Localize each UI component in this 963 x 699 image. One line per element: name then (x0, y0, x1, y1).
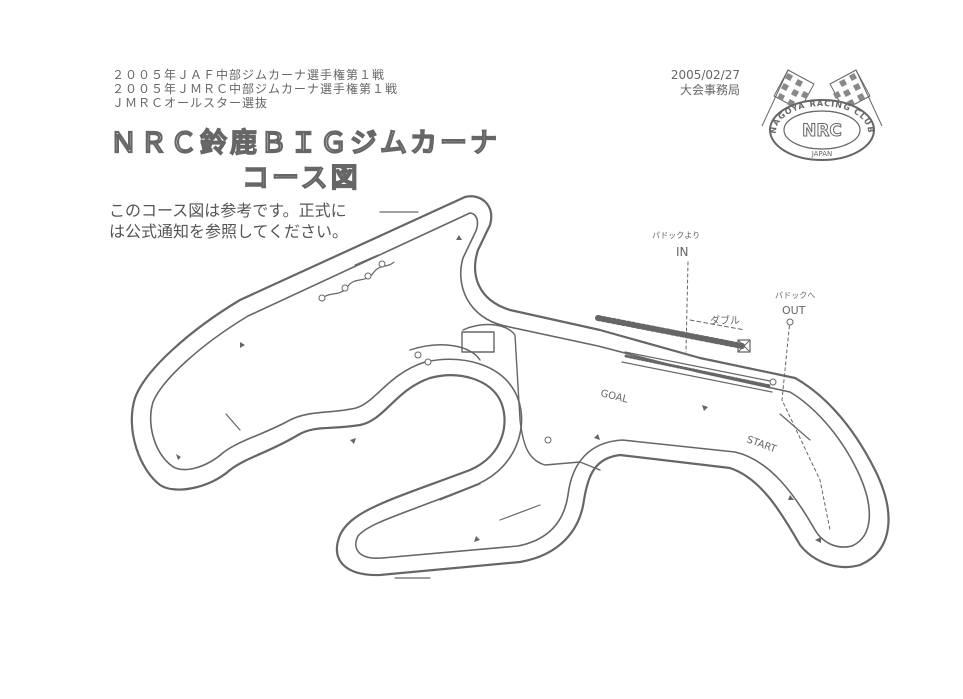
pylon (318, 294, 326, 302)
disclaimer-line: このコース図は参考です。正式に (109, 201, 347, 220)
track-infield-edge (462, 323, 601, 471)
paddock-in-small-label: パドックより (652, 231, 700, 240)
paddock-box (737, 339, 751, 353)
track-inner-edge (149, 212, 871, 559)
disclaimer-note: このコース図は参考です。正式に は公式通知を参照してください。 (109, 200, 379, 242)
date-block: 2005/02/27 大会事務局 (668, 68, 740, 98)
marshal-box (461, 331, 495, 353)
arrow-icon (594, 434, 600, 440)
barrier (225, 413, 241, 431)
barrier (779, 413, 811, 441)
nrc-logo: NAGOYA RACING CLUB NRC JAPAN (761, 69, 883, 161)
pylon (378, 260, 386, 268)
paddock-out-path (781, 319, 831, 531)
arrow-icon (815, 537, 821, 543)
organizer-office: 大会事務局 (679, 83, 740, 97)
track-infield-edge (409, 344, 481, 361)
arrow-icon (176, 454, 181, 460)
paddock-in-label: IN (676, 245, 689, 259)
direction-arrows (176, 235, 821, 543)
page-subtitle: コース図 (241, 162, 361, 194)
barrier (439, 483, 481, 501)
slalom-line (319, 261, 395, 301)
arrow-icon (702, 405, 708, 411)
pylon (786, 318, 794, 326)
double-arrow-line (689, 319, 746, 331)
paddock-out-label: OUT (782, 304, 806, 317)
pylon (424, 358, 432, 366)
arrow-icon (350, 438, 356, 444)
logo-bottom-text: JAPAN (811, 150, 833, 158)
double-lane-hatch (624, 354, 772, 388)
pylon (341, 284, 349, 292)
arrow-icon (456, 235, 462, 240)
logo-center-text: NRC (802, 121, 842, 141)
double-label: ダブル (710, 314, 740, 327)
event-date: 2005/02/27 (670, 68, 740, 82)
pylons (318, 260, 794, 444)
arrow-icon (240, 342, 245, 348)
arrow-icon (788, 495, 794, 500)
event-series-line: ２００５年ＪＡＦ中部ジムカーナ選手権第１戦 (112, 68, 386, 82)
start-label: START (745, 434, 779, 455)
goal-label: GOAL (599, 388, 629, 406)
track-outer-edge (130, 195, 890, 577)
double-lane (621, 351, 776, 393)
checkered-flag-icon (761, 69, 815, 127)
pylon (769, 378, 777, 386)
pit-wall (595, 315, 745, 349)
paddock-in-path (685, 261, 689, 353)
paddock-out-small-label: パドックへ (775, 291, 815, 300)
event-series-line: ２００５年ＪＭＲＣ中部ジムカーナ選手権第１戦 (112, 82, 399, 96)
event-series-line: ＪＭＲＣオールスター選抜 (112, 96, 269, 110)
disclaimer-line: は公式通知を参照してください。 (109, 222, 349, 241)
pylon (364, 272, 372, 280)
pylon (544, 436, 552, 444)
barrier (354, 254, 379, 266)
arrow-icon (474, 536, 480, 542)
event-series-list: ２００５年ＪＡＦ中部ジムカーナ選手権第１戦 ２００５年ＪＭＲＣ中部ジムカーナ選手… (112, 68, 398, 110)
pylon (414, 351, 422, 359)
barrier (499, 504, 541, 521)
page-title: ＮＲＣ鈴鹿ＢＩＧジムカーナ (109, 127, 500, 159)
